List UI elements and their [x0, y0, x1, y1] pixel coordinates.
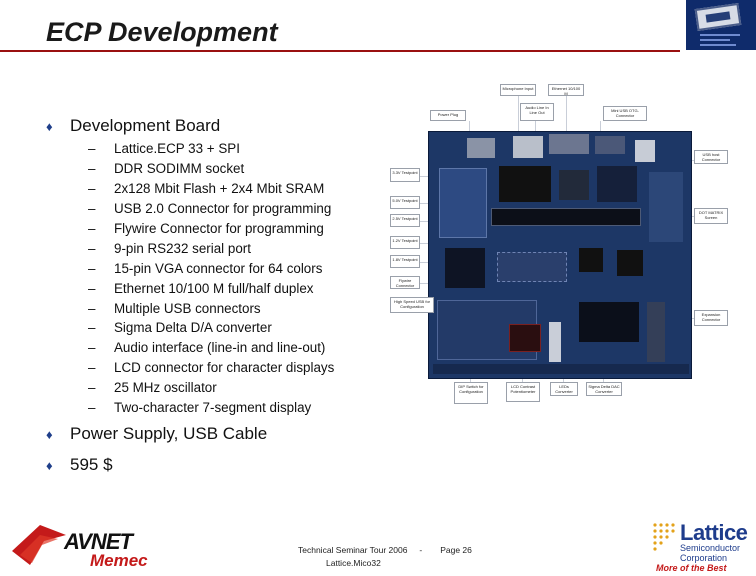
callout-testpoint-18: 1.8V Testpoint: [390, 255, 420, 268]
callout-flywire: Flywire Connector: [390, 276, 420, 289]
diamond-bullet-icon: ♦: [46, 457, 53, 473]
list-item: –Multiple USB connectors: [88, 300, 261, 316]
callout-expansion: Expansion Connector: [694, 310, 728, 326]
callout-power-plug: Power Plug: [430, 110, 466, 121]
list-item: –Ethernet 10/100 M full/half duplex: [88, 280, 314, 296]
callout-leds: LEDs Converter: [550, 382, 578, 396]
footer-line-2: Lattice.Mico32: [326, 558, 381, 568]
memec-wordmark: Memec: [90, 551, 148, 570]
bullet-text: Power Supply, USB Cable: [70, 424, 268, 443]
power-plug-part: [467, 138, 495, 158]
list-item: –9-pin RS232 serial port: [88, 240, 251, 256]
footer-text: Technical Seminar Tour 2006 - Page 26 La…: [298, 545, 472, 568]
callout-audio: Audio Line In Line Out: [520, 103, 554, 121]
callout-lcd: LCD Contrast Potentiometer: [506, 382, 540, 402]
list-item: –Lattice.ECP 33 + SPI: [88, 141, 240, 157]
list-item: –25 MHz oscillator: [88, 380, 217, 396]
bullet-price: ♦ 595 $: [46, 455, 113, 475]
callout-testpoint-5: 5.0V Testpoint: [390, 196, 420, 209]
callout-mini-usb: Mini USB OTG-Connector: [603, 106, 647, 121]
diamond-bullet-icon: ♦: [46, 426, 53, 442]
lattice-tagline: More of the Best: [656, 563, 727, 573]
callout-testpoint-25: 2.5V Testpoint: [390, 214, 420, 227]
bullet-text: 595 $: [70, 455, 113, 474]
avnet-wing-icon: [12, 525, 66, 565]
list-item: –Sigma Delta D/A converter: [88, 320, 272, 336]
usb-connector-part: [635, 140, 655, 162]
title-underline: [0, 50, 680, 52]
development-board-image: [428, 131, 692, 379]
callout-microphone: Microphone Input: [500, 84, 536, 96]
callout-sigma-delta: Sigma Delta DAC Converter: [586, 382, 622, 396]
feature-list: –Lattice.ECP 33 + SPI –DDR SODIMM socket…: [88, 139, 378, 417]
vga-connector-part: [549, 134, 589, 154]
avnet-memec-logo: AVNET Memec: [10, 521, 158, 573]
ethernet-jack-part: [513, 136, 543, 158]
callout-usb-host: USB host Connector: [694, 150, 728, 164]
footer-line-1: Technical Seminar Tour 2006 - Page 26: [298, 545, 472, 555]
lattice-dot-grid-icon: [653, 523, 675, 551]
callout-high-speed-usb: High Speed USB for Configuration: [390, 297, 434, 313]
lattice-logo: Lattice Semiconductor Corporation More o…: [650, 520, 750, 576]
sodimm-socket-part: [491, 208, 641, 226]
callout-testpoint-33: 3.3V Testpoint: [390, 168, 420, 182]
callout-dip-switch: DIP Switch for Configuration: [454, 382, 488, 404]
diamond-bullet-icon: ♦: [46, 118, 53, 134]
list-item: –Two-character 7-segment display: [88, 400, 312, 416]
list-item: –LCD connector for character displays: [88, 360, 335, 376]
slide-title: ECP Development: [46, 17, 278, 47]
list-item: –USB 2.0 Connector for programming: [88, 201, 332, 217]
callout-testpoint-12: 1.2V Testpoint: [390, 236, 420, 249]
fpga-chip-part: [499, 166, 551, 202]
product-logo-image: [686, 0, 756, 50]
list-item: –Audio interface (line-in and line-out): [88, 340, 326, 356]
lattice-subtitle: Semiconductor Corporation: [680, 543, 741, 563]
bullet-text: Development Board: [70, 116, 221, 135]
callout-ethernet: Ethernet 10/100 M: [548, 84, 584, 96]
expansion-connector-part: [647, 302, 665, 362]
callout-dot-matrix: DOT MATRIX Screen: [694, 208, 728, 224]
lattice-wordmark: Lattice: [680, 520, 748, 545]
list-item: –15-pin VGA connector for 64 colors: [88, 260, 323, 276]
list-item: –DDR SODIMM socket: [88, 161, 245, 177]
list-item: –2x128 Mbit Flash + 2x4 Mbit SRAM: [88, 181, 325, 197]
bullet-development-board: ♦ Development Board: [46, 116, 220, 136]
serial-connector-part: [595, 136, 625, 154]
list-item: –Flywire Connector for programming: [88, 221, 324, 236]
avnet-wordmark: AVNET: [64, 529, 133, 554]
chip-icon: [694, 3, 742, 31]
seven-segment-display-part: [509, 324, 541, 352]
bullet-power-supply: ♦ Power Supply, USB Cable: [46, 424, 267, 444]
